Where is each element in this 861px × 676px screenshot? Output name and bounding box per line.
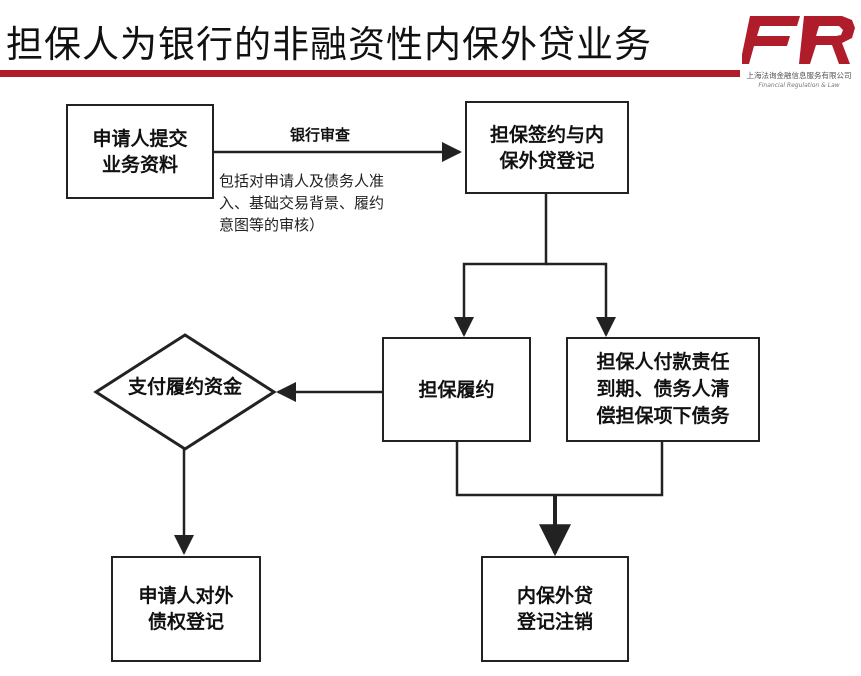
node-expire: 担保人付款责任 到期、债务人清 偿担保项下债务 — [566, 337, 760, 442]
connector-perform-down — [455, 440, 664, 497]
node-apply: 申请人提交 业务资料 — [66, 104, 214, 199]
node-sign-label: 担保签约与内 保外贷登记 — [489, 123, 604, 172]
fr-logo-icon — [742, 16, 855, 64]
edge-review-note: 包括对申请人及债务人准 入、基础交易背景、履约 意图等的审核） — [219, 172, 385, 234]
logo-tagline: Financial Regulation & Law — [758, 82, 840, 89]
decision-diamond — [93, 333, 277, 451]
logo-company-name: 上海法询金融信息服务有限公司 — [746, 71, 852, 80]
connector-sign-right — [546, 262, 616, 337]
node-apply-label: 申请人提交 业务资料 — [92, 127, 188, 176]
node-pay-label: 支付履约资金 — [127, 376, 242, 398]
node-sign: 担保签约与内 保外贷登记 — [465, 101, 629, 194]
node-creditor-label: 申请人对外 债权登记 — [138, 585, 234, 633]
node-perform-label: 担保履约 — [418, 378, 495, 401]
node-expire-label: 担保人付款责任 到期、债务人清 偿担保项下债务 — [596, 351, 730, 427]
node-perform: 担保履约 — [382, 337, 531, 442]
page-title: 担保人为银行的非融资性内保外贷业务 — [6, 23, 652, 66]
node-cancel: 内保外贷 登记注销 — [481, 556, 629, 662]
connector-sign-split — [454, 193, 548, 337]
node-creditor: 申请人对外 债权登记 — [111, 556, 261, 662]
node-cancel-label: 内保外贷 登记注销 — [516, 585, 593, 633]
company-logo: 上海法询金融信息服务有限公司 Financial Regulation & La… — [740, 8, 861, 104]
title-rule — [0, 70, 740, 77]
edge-review-label: 银行审查 — [290, 126, 351, 144]
